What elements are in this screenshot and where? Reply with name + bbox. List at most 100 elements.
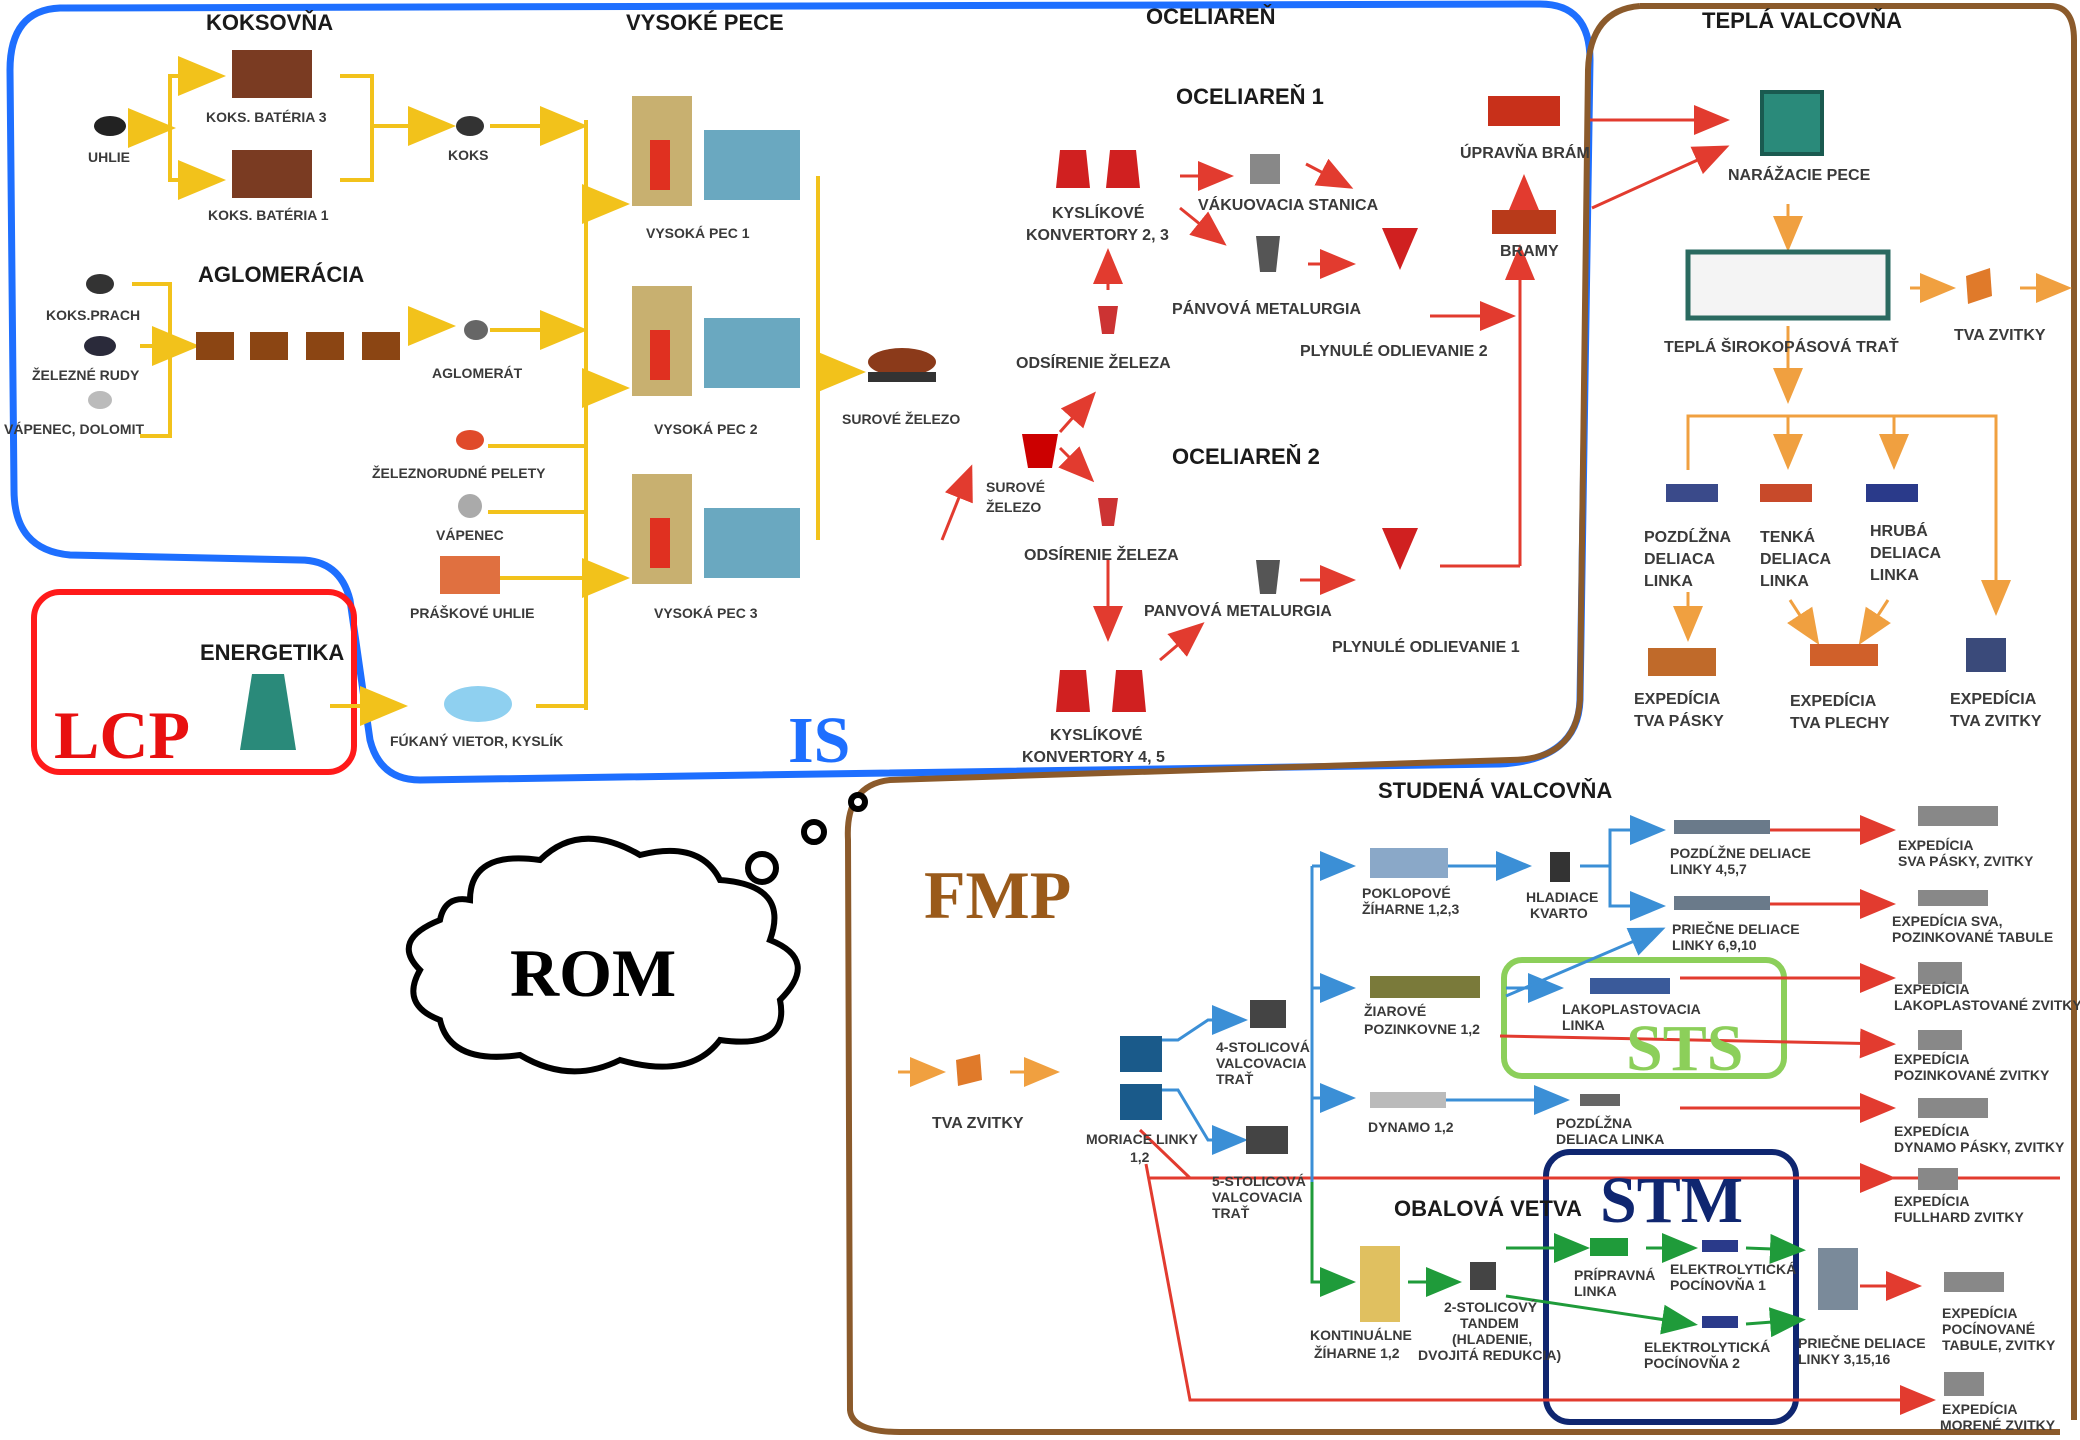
node-e-full-1: EXPEDÍCIA <box>1894 1193 1969 1209</box>
header-koksovna: KOKSOVŇA <box>206 10 333 35</box>
node-zelezne-rudy: ŽELEZNÉ RUDY <box>32 366 140 383</box>
slitting-line-icon <box>1666 484 1718 502</box>
mill-5-stand-icon <box>1246 1126 1288 1154</box>
node-pozdlzna-2: DELIACA <box>1644 551 1716 568</box>
node-stol5-1: 5-STOLICOVÁ <box>1212 1173 1306 1189</box>
desulfurization-1-icon <box>1098 306 1118 334</box>
ship-poz-icon <box>1918 1030 1962 1050</box>
node-plynule-1: PLYNULÉ ODLIEVANIE 1 <box>1332 637 1520 656</box>
ore-icon <box>84 336 116 356</box>
coal-icon <box>94 116 126 136</box>
node-priecne-1: PRIEČNE DELIACE <box>1672 920 1800 937</box>
node-surove-zelezo-car: SUROVÉ ŽELEZO <box>842 410 960 427</box>
node-exp-plechy-1: EXPEDÍCIA <box>1790 691 1877 710</box>
node-koks-prach: KOKS.PRACH <box>46 307 140 323</box>
coil-2-icon <box>956 1054 982 1086</box>
node-vakuovacia: VÁKUOVACIA STANICA <box>1198 195 1379 214</box>
node-koks: KOKS <box>448 147 488 163</box>
limestone-icon <box>88 391 112 409</box>
node-panvova-1: PÁNVOVÁ METALURGIA <box>1172 299 1361 318</box>
node-exp-zvitky-2: TVA ZVITKY <box>1950 713 2042 730</box>
node-konv23-2: KONVERTORY 2, 3 <box>1026 227 1169 244</box>
node-pozdl-dyn-1: POZDĹŽNA <box>1556 1114 1632 1131</box>
node-exp-plechy-2: TVA PLECHY <box>1790 715 1890 732</box>
node-e-poz-1: EXPEDÍCIA <box>1894 1051 1969 1067</box>
pickling-line-2-icon <box>1120 1084 1162 1120</box>
node-peletky: ŽELEZNORUDNÉ PELETY <box>372 464 546 481</box>
node-tva-zvitky-bot: TVA ZVITKY <box>932 1115 1024 1132</box>
pickling-line-icon <box>1120 1036 1162 1072</box>
node-elektro1-2: POCÍNOVŇA 1 <box>1670 1276 1766 1293</box>
coil-icon <box>1966 268 1992 304</box>
node-ziarove-2: POZINKOVNE 1,2 <box>1364 1021 1480 1037</box>
node-hladiace-2: KVARTO <box>1530 905 1588 921</box>
ship-poc-icon <box>1944 1272 2004 1292</box>
node-vapenec: VÁPENEC <box>436 527 504 543</box>
label-sts: STS <box>1626 1012 1743 1085</box>
node-pripravna-2: LINKA <box>1574 1283 1617 1299</box>
node-odsirenie-1: ODSÍRENIE ŽELEZA <box>1016 353 1171 372</box>
pellets-icon <box>456 430 484 450</box>
node-lako-1: LAKOPLASTOVACIA <box>1562 1001 1701 1017</box>
node-priecne3-1: PRIEČNE DELIACE <box>1798 1334 1926 1351</box>
node-e-full-2: FULLHARD ZVITKY <box>1894 1209 2025 1225</box>
node-ziarove-1: ŽIAROVÉ <box>1364 1002 1426 1019</box>
node-stol5-2: VALCOVACIA <box>1212 1189 1302 1205</box>
header-obalova-vetva: OBALOVÁ VETVA <box>1394 1196 1582 1221</box>
header-oceliaren1: OCELIAREŇ 1 <box>1176 84 1324 109</box>
node-koks-bat3: KOKS. BATÉRIA 3 <box>206 109 327 125</box>
node-odsirenie-2: ODSÍRENIE ŽELEZA <box>1024 545 1179 564</box>
node-e-sva-tab-2: POZINKOVANÉ TABULE <box>1892 929 2053 945</box>
pulverized-coal-icon <box>440 556 500 594</box>
node-e-poc-3: TABULE, ZVITKY <box>1942 1337 2056 1353</box>
node-pripravna-1: PRÍPRAVNÁ <box>1574 1267 1655 1283</box>
galvanizing-icon <box>1370 976 1480 998</box>
node-e-mor-2: MORENÉ ZVITKY <box>1940 1417 2056 1433</box>
label-is: IS <box>788 704 850 777</box>
node-tenka-2: DELIACA <box>1760 551 1832 568</box>
node-e-sva-1: EXPEDÍCIA <box>1898 837 1973 853</box>
hot-strip-mill-icon <box>1685 249 1891 321</box>
ladle-furnace-1-icon <box>1256 236 1280 272</box>
label-rom: ROM <box>510 935 676 1011</box>
sts-region-border <box>1501 957 1787 1079</box>
node-e-poc-2: POCÍNOVANÉ <box>1942 1321 2035 1337</box>
power-plant-icon <box>240 674 296 750</box>
reheating-furnace-icon <box>1760 90 1824 156</box>
node-priecne-2: LINKY 6,9,10 <box>1672 937 1757 953</box>
node-vapenec-dolomit: VÁPENEC, DOLOMIT <box>4 421 144 437</box>
node-pozdlzna-1: POZDĹŽNA <box>1644 527 1732 546</box>
node-pozdlzna-3: LINKA <box>1644 573 1693 590</box>
header-oceliaren: OCELIAREŇ <box>1146 4 1276 29</box>
blast-furnace-1-icon <box>632 96 800 206</box>
node-tenka-1: TENKÁ <box>1760 527 1816 546</box>
node-tandem-1: 2-STOLICOVÝ <box>1444 1298 1538 1315</box>
node-stol4-3: TRAŤ <box>1216 1070 1254 1087</box>
header-vysoke-pece: VYSOKÉ PECE <box>626 10 784 35</box>
node-tenka-3: LINKA <box>1760 573 1809 590</box>
node-priecne3-2: LINKY 3,15,16 <box>1798 1351 1891 1367</box>
node-elektro2-2: POCÍNOVŇA 2 <box>1644 1354 1740 1371</box>
tandem-icon <box>1470 1262 1496 1290</box>
node-bramy: BRAMY <box>1500 243 1559 260</box>
node-vp1: VYSOKÁ PEC 1 <box>646 225 750 241</box>
node-e-dyn-2: DYNAMO PÁSKY, ZVITKY <box>1894 1139 2065 1155</box>
node-elektro2-1: ELEKTROLYTICKÁ <box>1644 1339 1770 1355</box>
node-tandem-2: TANDEM <box>1460 1315 1519 1331</box>
node-moriace-2: 1,2 <box>1130 1149 1150 1165</box>
blast-furnace-2-icon <box>632 286 800 396</box>
node-labels-hot: NARÁŽACIE PECE TEPLÁ ŠIROKOPÁSOVÁ TRAŤ T… <box>1634 165 2046 732</box>
node-e-lako-1: EXPEDÍCIA <box>1894 981 1969 997</box>
stm-region-border <box>1543 1149 1799 1425</box>
converter-45-icon <box>1056 670 1146 712</box>
torpedo-car-icon <box>868 348 936 382</box>
node-pozdl457-2: LINKY 4,5,7 <box>1670 861 1747 877</box>
caster-2-icon <box>1382 228 1418 270</box>
node-stol5-3: TRAŤ <box>1212 1204 1250 1221</box>
node-e-lako-2: LAKOPLASTOVANÉ ZVITKY <box>1894 997 2080 1013</box>
node-plynule-2: PLYNULÉ ODLIEVANIE 2 <box>1300 341 1488 360</box>
ship-lako-icon <box>1918 962 1962 984</box>
lcp-region-border <box>31 589 357 775</box>
green-flows <box>1310 1182 1806 1338</box>
node-tandem-3: (HLADENIE, <box>1452 1331 1532 1347</box>
